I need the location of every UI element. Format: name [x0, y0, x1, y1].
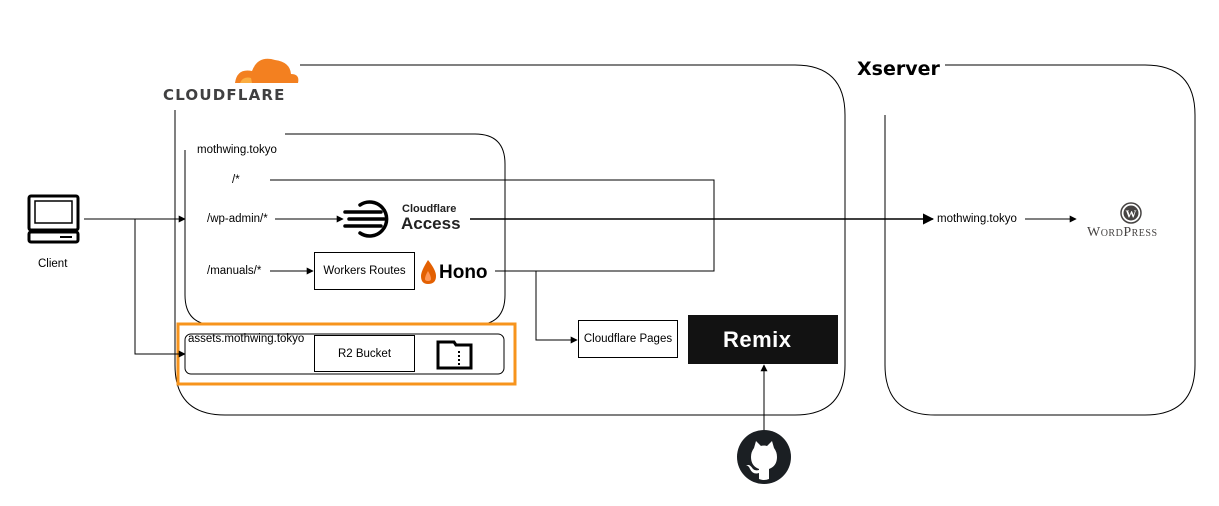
zone-domain-label: mothwing.tokyo: [197, 144, 277, 156]
wordpress-text: WordPress: [1087, 225, 1158, 240]
remix-logo-text: Remix: [723, 327, 792, 352]
route-manuals: /manuals/*: [207, 265, 262, 277]
workers-routes-box: Workers Routes: [314, 252, 415, 290]
route-root: /*: [232, 174, 240, 186]
monitor-icon: [27, 194, 80, 244]
xserver-logo-text: Xserver: [857, 58, 940, 80]
xserver-domain-label: mothwing.tokyo: [937, 213, 1017, 225]
client-label: Client: [38, 258, 68, 270]
assets-domain-label: assets.mothwing.tokyo: [188, 333, 305, 345]
route-wp-admin: /wp-admin/*: [207, 213, 268, 225]
route-connectors: [270, 179, 1077, 440]
svg-text:W: W: [1126, 209, 1137, 221]
cloudflare-cloud-icon: [235, 58, 299, 83]
cloudflare-access-icon: [343, 200, 389, 238]
access-brand-line1: Cloudflare: [402, 203, 457, 215]
xserver-container: [884, 64, 1196, 416]
remix-logo-bg: [688, 315, 838, 364]
hono-flame-icon: [421, 260, 436, 284]
cloudflare-container: [174, 64, 846, 416]
r2-bucket-icon: [436, 340, 473, 370]
wordpress-icon: W: [1120, 202, 1142, 224]
hono-text: Hono: [439, 262, 488, 283]
r2-bucket-box: R2 Bucket: [314, 335, 415, 372]
access-brand-line2: Access: [401, 214, 461, 233]
zone-container: [184, 133, 506, 326]
cloudflare-logo-text: CLOUDFLARE: [163, 86, 286, 104]
client-connectors: [84, 215, 186, 358]
cloudflare-pages-box: Cloudflare Pages: [578, 320, 678, 358]
github-icon: [737, 430, 791, 484]
